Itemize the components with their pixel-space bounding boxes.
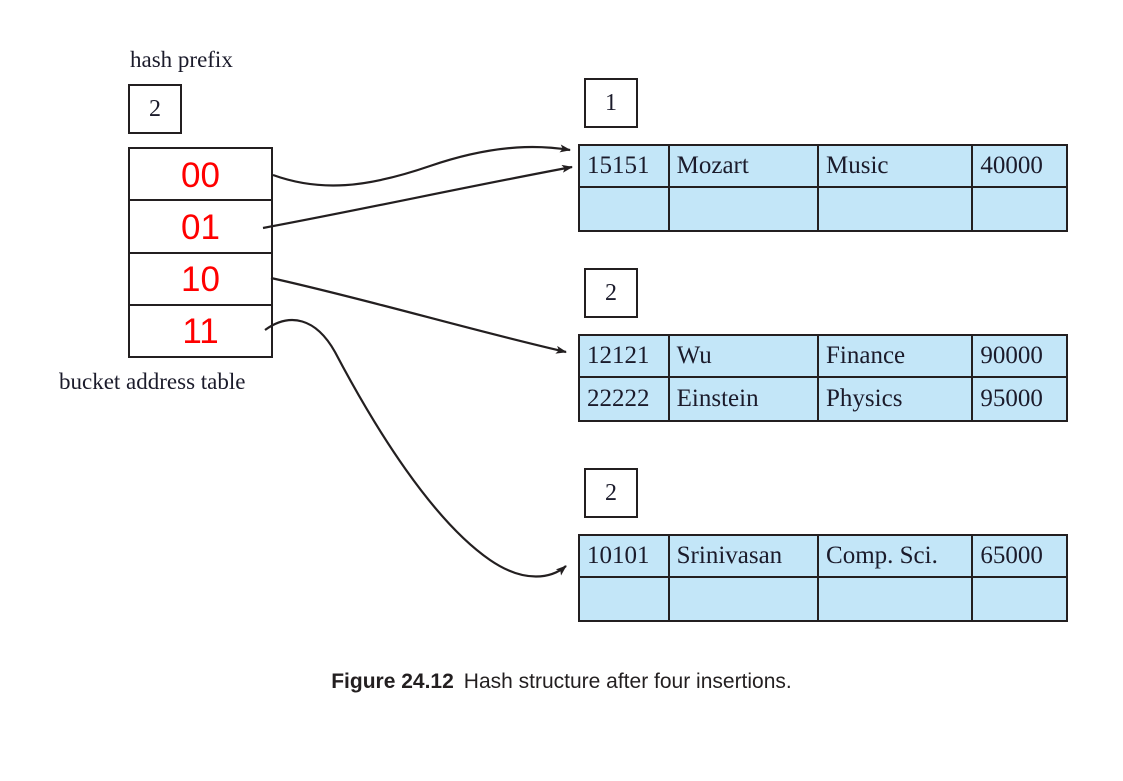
table-row: [580, 188, 1066, 230]
cell-name: [670, 188, 820, 230]
bucket-1-table: 15151 Mozart Music 40000: [578, 144, 1068, 232]
cell-dept: Music: [819, 146, 974, 187]
cell-name: Mozart: [670, 146, 820, 187]
cell-dept: Physics: [819, 378, 974, 420]
bucket-address-table-label: bucket address table: [59, 369, 246, 394]
cell-id: 22222: [580, 378, 670, 420]
cell-id: 12121: [580, 336, 670, 377]
bucket-1-local-depth-box: 1: [584, 78, 638, 128]
cell-name: Srinivasan: [670, 536, 820, 577]
bucket-2-table: 12121 Wu Finance 90000 22222 Einstein Ph…: [578, 334, 1068, 422]
figure-caption: Figure 24.12 Hash structure after four in…: [0, 670, 1123, 694]
cell-id: 15151: [580, 146, 670, 187]
cell-dept: [819, 188, 974, 230]
bucket-address-table: 00 01 10 11: [128, 147, 273, 358]
cell-name: Wu: [670, 336, 820, 377]
bucket-2-local-depth-box: 2: [584, 268, 638, 318]
cell-salary: 40000: [980, 152, 1043, 180]
directory-entry-label: 10: [181, 260, 220, 300]
figure-caption-text: Hash structure after four insertions.: [463, 670, 792, 693]
figure-caption-number: Figure 24.12: [331, 670, 454, 693]
table-row: 12121 Wu Finance 90000: [580, 336, 1066, 379]
pointer-arrow-10-to-bucket-2: [270, 276, 567, 354]
directory-entry-01[interactable]: 01: [130, 201, 271, 254]
cell-name: Einstein: [670, 378, 820, 420]
table-row: 22222 Einstein Physics 95000: [580, 378, 1066, 420]
pointer-arrow-00-to-bucket-1: [272, 144, 571, 187]
cell-salary: 65000: [980, 542, 1043, 570]
cell-salary: 95000: [980, 385, 1043, 413]
cell-id: 10101: [580, 536, 670, 577]
bucket-3-local-depth-box: 2: [584, 468, 638, 518]
cell-dept: Comp. Sci.: [819, 536, 974, 577]
cell-salary: 90000: [980, 342, 1043, 370]
table-row: 10101 Srinivasan Comp. Sci. 65000: [580, 536, 1066, 579]
global-depth-box: 2: [128, 84, 182, 134]
cell-name: [670, 578, 820, 620]
directory-entry-label: 01: [181, 207, 220, 247]
cell-dept: [819, 578, 974, 620]
table-row: 15151 Mozart Music 40000: [580, 146, 1066, 189]
table-row: [580, 578, 1066, 620]
directory-entry-00[interactable]: 00: [130, 149, 271, 202]
hash-prefix-label: hash prefix: [130, 47, 233, 72]
bucket-3-table: 10101 Srinivasan Comp. Sci. 65000: [578, 534, 1068, 622]
directory-entry-label: 11: [182, 312, 219, 352]
cell-id: [580, 188, 670, 230]
pointer-arrow-11-to-bucket-3: [264, 319, 567, 578]
directory-entry-11[interactable]: 11: [130, 306, 271, 356]
cell-salary: [973, 188, 1066, 230]
directory-entry-label: 00: [181, 155, 220, 195]
pointer-arrow-01-to-bucket-1: [262, 164, 573, 230]
cell-dept: Finance: [819, 336, 974, 377]
directory-entry-10[interactable]: 10: [130, 254, 271, 306]
cell-salary: [973, 578, 1066, 620]
cell-id: [580, 578, 670, 620]
